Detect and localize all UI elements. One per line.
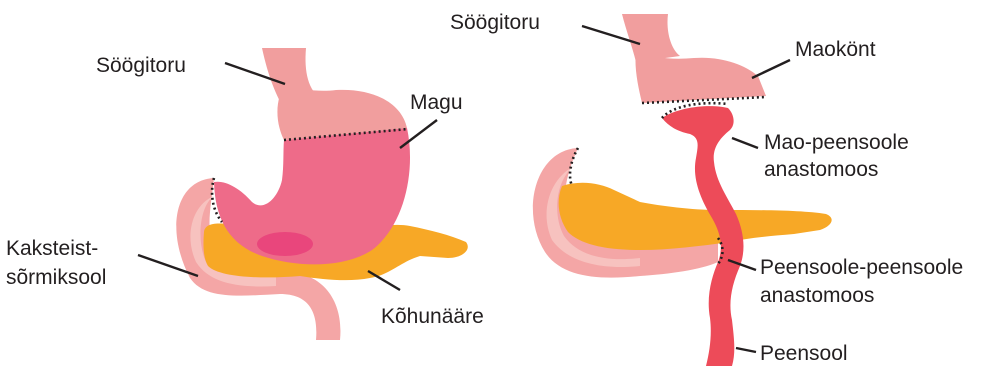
label-pancreas-left: Kõhunääre: [381, 305, 484, 328]
right-panel-after-surgery: Söögitoru Maokönt Mao-peensoole anastomo…: [450, 11, 963, 366]
label-gastrojejunal-line2: anastomoos: [764, 158, 878, 181]
label-gastric-stump: Maokönt: [795, 38, 876, 61]
left-panel-normal-anatomy: Söögitoru Magu Kaksteist- sõrmiksool Kõh…: [6, 48, 484, 340]
label-enteroenteric-line2: anastomoos: [760, 284, 874, 307]
esophagus-right: [622, 14, 680, 62]
label-enteroenteric-line1: Peensoole-peensoole: [760, 256, 963, 279]
leader-small-intestine: [736, 348, 756, 352]
pancreas-right: [559, 183, 832, 250]
label-small-intestine: Peensool: [760, 342, 848, 365]
gastric-stump: [635, 50, 766, 103]
leader-gastrojejunal-anastomosis: [732, 138, 758, 148]
label-stomach-left: Magu: [410, 91, 463, 114]
ulcer: [257, 232, 313, 256]
label-duodenum-line1: Kaksteist-: [6, 237, 98, 260]
label-duodenum-line2: sõrmiksool: [6, 266, 106, 289]
label-gastrojejunal-line1: Mao-peensoole: [764, 131, 909, 154]
leader-gastric-stump: [752, 60, 790, 78]
label-esophagus-right: Söögitoru: [450, 11, 540, 34]
label-esophagus-left: Söögitoru: [96, 54, 186, 77]
